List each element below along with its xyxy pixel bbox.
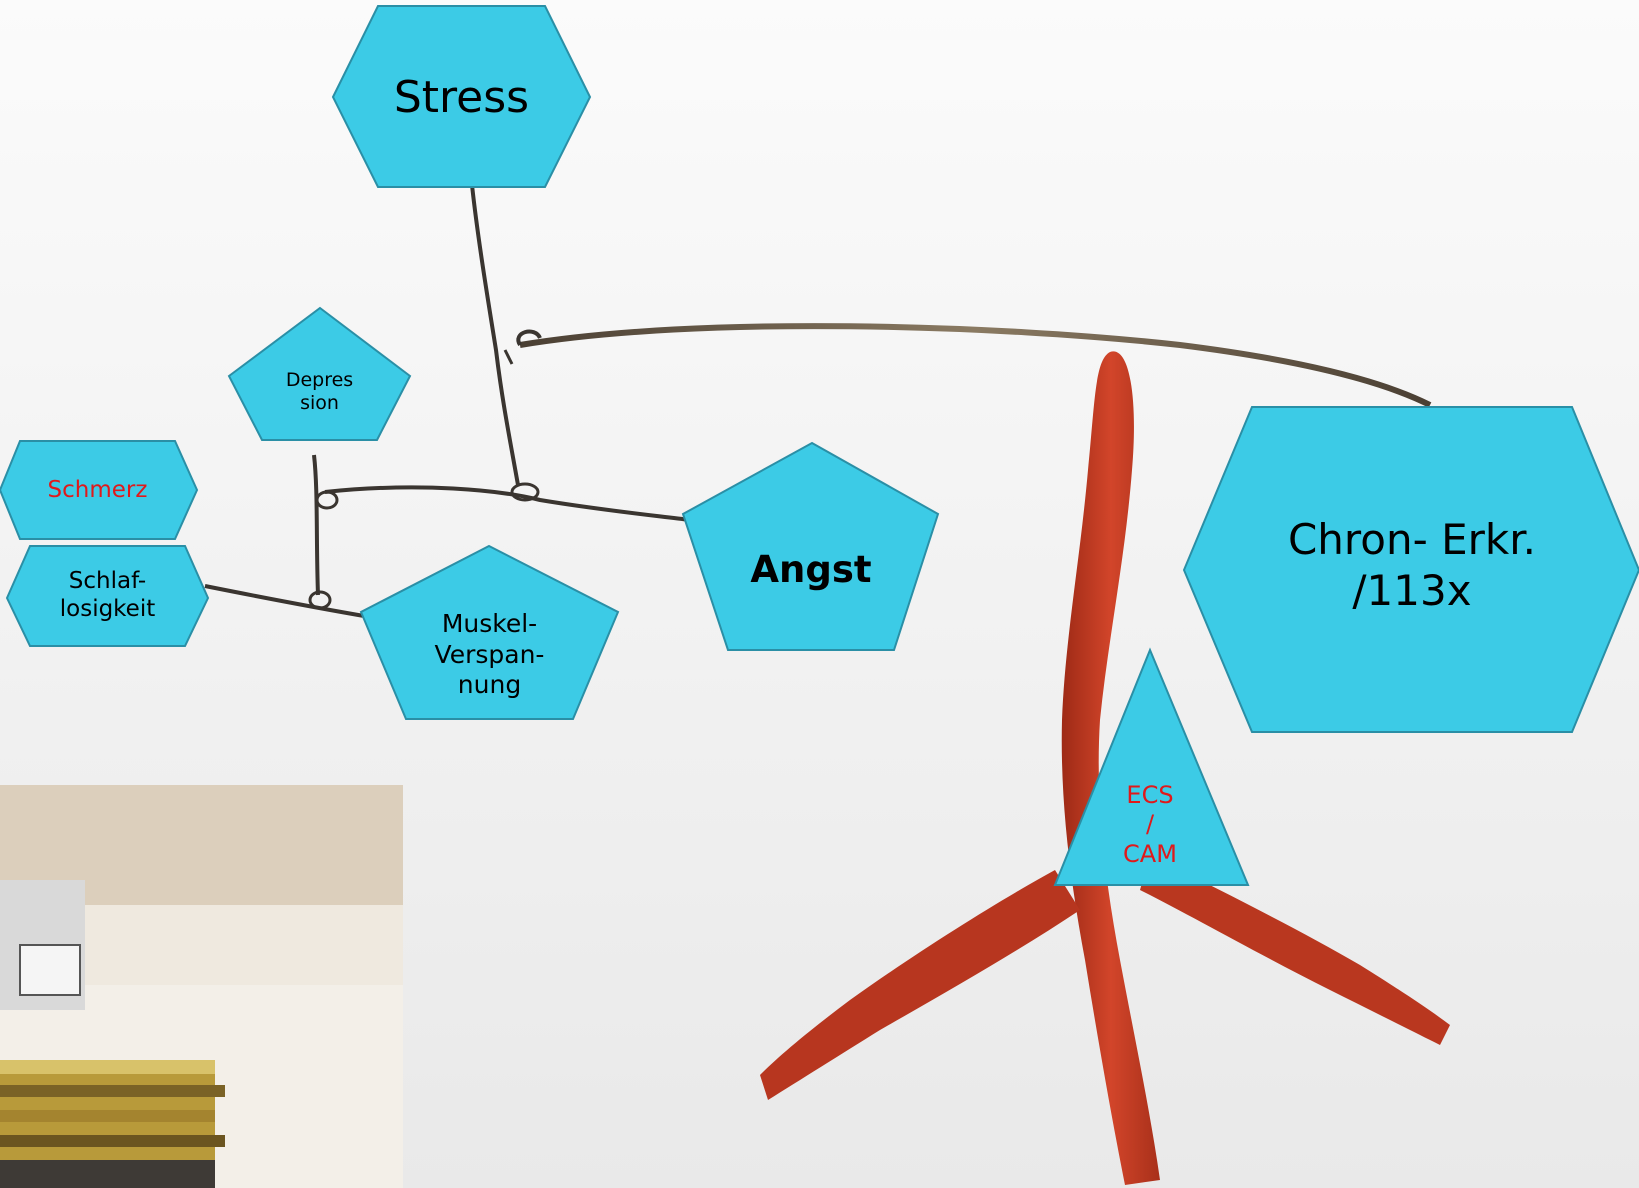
stress-label: Stress [378, 60, 545, 136]
muskelverspannung-label: Muskel- Verspan- nung [406, 600, 573, 710]
ecs-label: ECS / CAM [1090, 770, 1210, 880]
chron-label: Chron- Erkr. /113x [1252, 510, 1572, 620]
depression-label: Depres sion [262, 362, 377, 422]
angst-label: Angst [728, 545, 894, 595]
schmerz-label: Schmerz [20, 470, 175, 510]
schlaflosigkeit-label: Schlaf- losigkeit [30, 560, 185, 630]
coin-stack-photo [0, 785, 403, 1188]
